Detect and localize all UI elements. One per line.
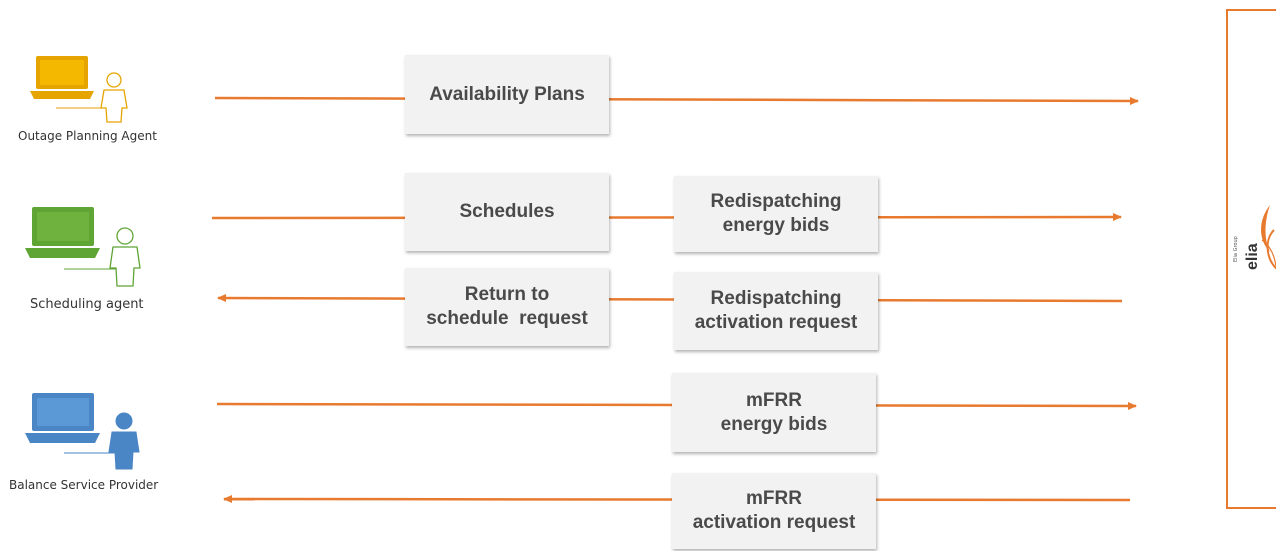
elia-logo-text: elia (1244, 243, 1261, 270)
msg-return-to-schedule-line1: Return to (464, 284, 550, 305)
laptop-icon-bsp (25, 393, 128, 454)
actor-label-scheduling: Scheduling agent (30, 297, 144, 312)
msg-return-to-schedule: Return to schedule request (405, 268, 609, 346)
actor-label-outage-planning: Outage Planning Agent (18, 129, 157, 143)
laptop-icon-outage-planning (30, 56, 110, 109)
laptop-icon-scheduling (25, 207, 128, 270)
msg-schedules-line1: Schedules (459, 201, 555, 222)
arrow-schedules (211, 213, 1122, 222)
msg-mfrr-activation: mFRR activation request (672, 473, 876, 549)
person-icon-bsp (108, 412, 140, 470)
msg-redispatching-activation-line2: activation request (694, 312, 858, 333)
msg-redispatching-bids: Redispatching energy bids (674, 176, 878, 252)
actor-label-bsp: Balance Service Provider (9, 478, 159, 492)
msg-mfrr-activation-line2: activation request (692, 512, 856, 533)
msg-mfrr-bids-line2: energy bids (720, 413, 828, 435)
arrow-availability-plans (214, 96, 1139, 105)
person-icon-outage-planning (100, 72, 128, 123)
tso-panel (1226, 9, 1276, 509)
elia-logo-subtext: Elia Group (1233, 236, 1239, 262)
msg-mfrr-activation-line1: mFRR (746, 488, 802, 509)
elia-logo-icon (1261, 205, 1276, 270)
msg-mfrr-bids-line1: mFRR (746, 389, 802, 411)
msg-redispatching-activation-line1: Redispatching (710, 288, 842, 309)
arrow-return-to-schedule (217, 294, 1123, 303)
msg-availability-plans: Availability Plans (405, 55, 609, 134)
msg-redispatching-activation: Redispatching activation request (674, 272, 878, 350)
msg-schedules: Schedules (405, 173, 609, 251)
msg-redispatching-bids-line2: energy bids (722, 215, 830, 236)
msg-return-to-schedule-line2: schedule request (426, 308, 588, 329)
person-icon-scheduling (109, 227, 141, 287)
msg-availability-plans-line1: Availability Plans (429, 83, 585, 105)
msg-mfrr-bids: mFRR energy bids (672, 373, 876, 452)
msg-redispatching-bids-line1: Redispatching (710, 191, 842, 212)
